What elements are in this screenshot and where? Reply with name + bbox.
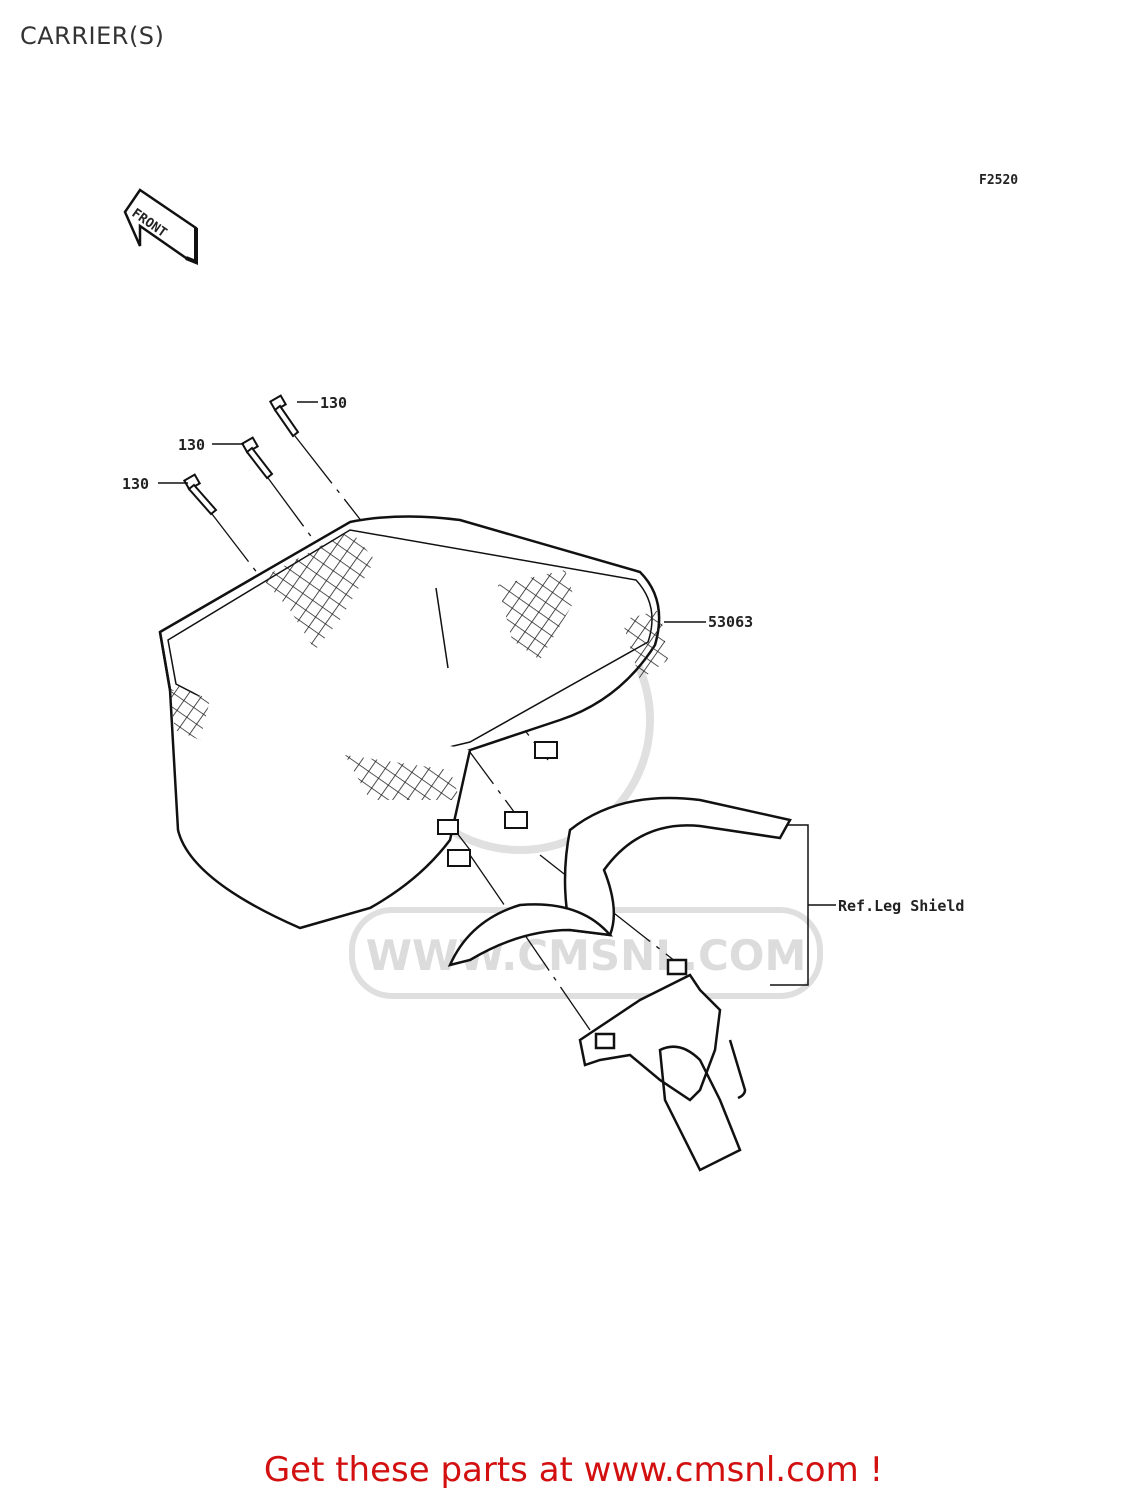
cta-banner: Get these parts at www.cmsnl.com ! [0,1450,1147,1490]
callout-130-middle: 130 [178,436,205,454]
callout-53063: 53063 [708,613,753,631]
figure-code: F2520 [979,173,1018,188]
leg-shield-part [447,796,792,967]
basket-carrier [158,515,668,930]
callout-ref-leg-shield: Ref.Leg Shield [838,897,964,915]
callout-leaders [158,401,836,986]
watermark-logo: WWW.CMSNL.COM [349,586,823,999]
bolt-130-top [268,394,300,438]
callout-130-bottom: 130 [122,475,149,493]
page-title: CARRIER(S) [20,22,165,50]
callout-130-top: 130 [320,394,347,412]
cta-link[interactable]: Get these parts at www.cmsnl.com ! [263,1450,884,1490]
carrier-bracket [578,958,747,1172]
bolt-130-middle [240,436,274,480]
watermark-text: WWW.CMSNL.COM [366,931,807,980]
front-arrow-icon: FRONT [123,188,198,265]
bolt-130-bottom [182,473,218,516]
